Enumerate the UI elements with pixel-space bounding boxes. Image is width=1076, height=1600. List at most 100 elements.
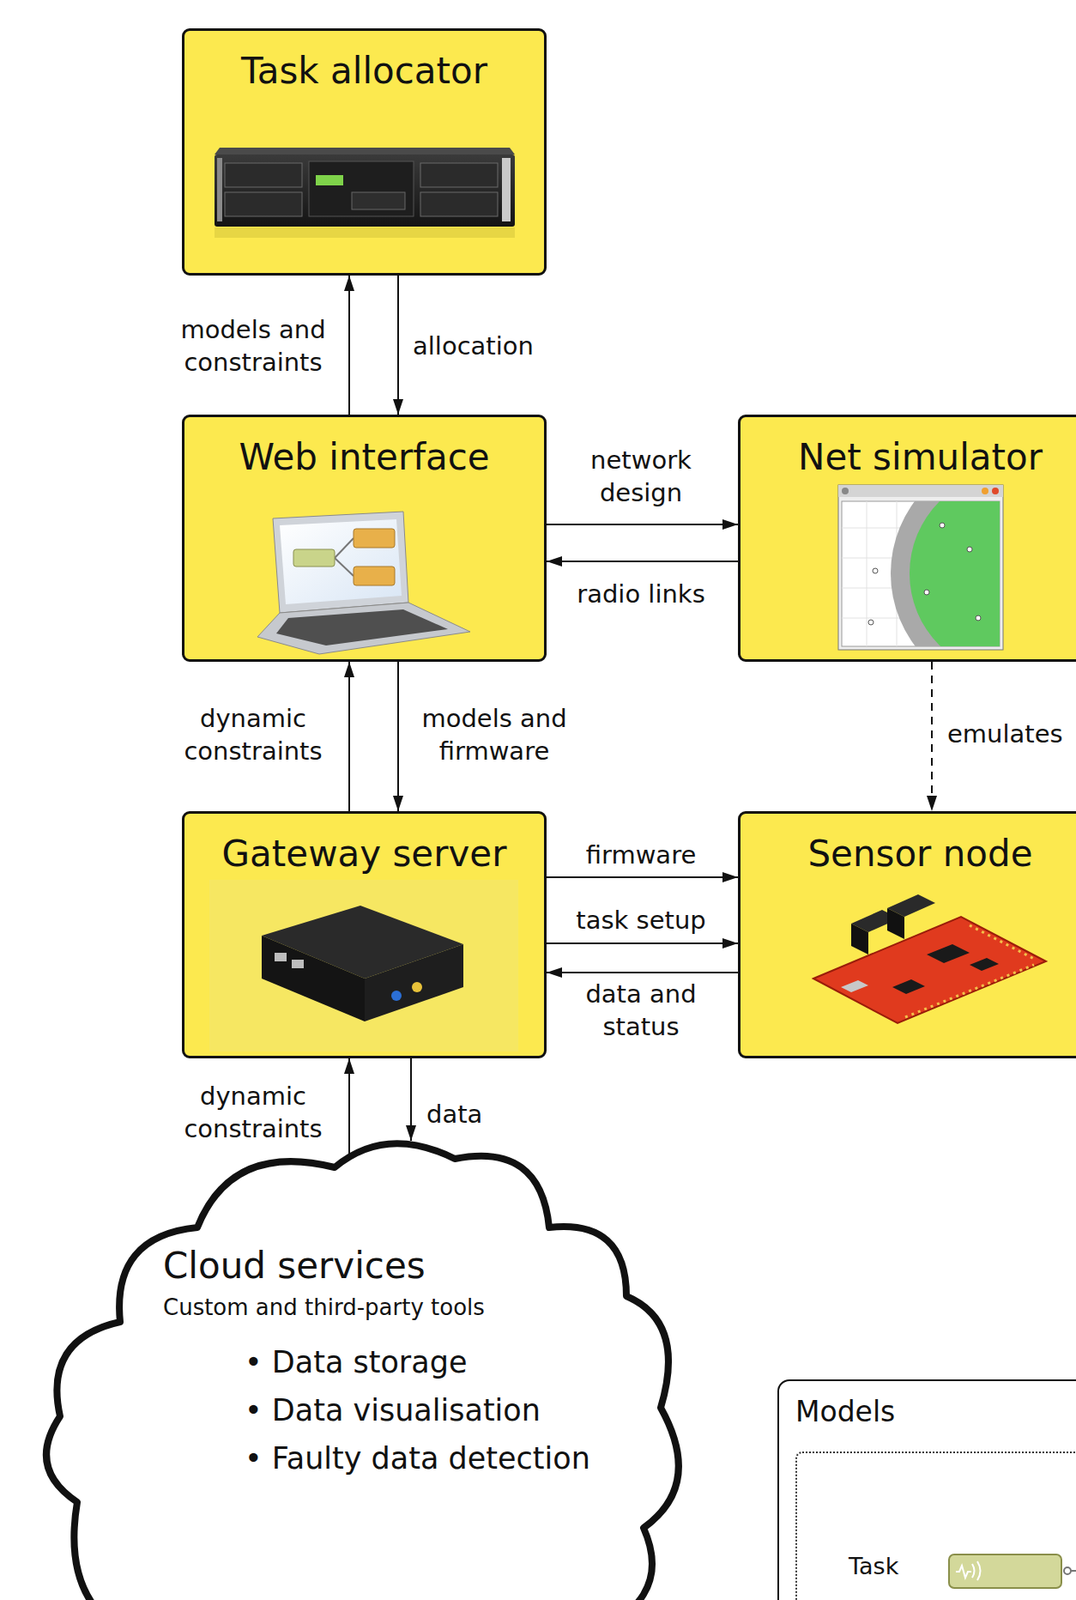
chip [969, 957, 999, 971]
box-title: Task allocator [241, 49, 488, 93]
arrow-connector [397, 275, 399, 415]
connector-top [851, 909, 900, 932]
edge-label: network design [563, 444, 719, 509]
usb-port [291, 959, 304, 968]
cloud-subtitle: Custom and third-party tools [163, 1293, 485, 1321]
case-front [364, 943, 464, 1022]
video-jack [411, 981, 423, 992]
sim-node [939, 522, 945, 528]
edge-label: task setup [563, 904, 719, 937]
sensor-board-illustration [813, 894, 1046, 1023]
window-button [981, 487, 989, 495]
bullet-item: • Faulty data detection [244, 1439, 591, 1476]
screen-block [353, 566, 395, 586]
drive-bay [420, 192, 498, 217]
server-top [214, 147, 515, 155]
dotted-group-box: Task [795, 1450, 1076, 1600]
connector-top [887, 894, 936, 917]
laptop-screen [279, 519, 402, 605]
arrow-connector [348, 1057, 351, 1154]
process-box: Gateway server [181, 810, 547, 1058]
solder-pads [905, 924, 1034, 1017]
arrow-connector [546, 876, 738, 878]
group-title: Models [795, 1394, 895, 1429]
sim-node [967, 546, 973, 552]
edge-label: allocation [412, 330, 585, 363]
group-label: Task [848, 1552, 899, 1580]
edge-label: emulates [947, 718, 1068, 751]
box-title: Web interface [238, 435, 490, 479]
usb-port [274, 952, 287, 962]
arrow-connector [348, 661, 351, 811]
circuit-board [813, 916, 1046, 1023]
cloud-title: Cloud services [163, 1244, 426, 1288]
screen-wire [334, 538, 354, 576]
edge-label: dynamic constraints [171, 702, 335, 768]
connector-side [887, 907, 905, 939]
arrow-connector [348, 275, 351, 415]
sim-node [868, 619, 874, 625]
audio-jack [391, 990, 402, 1001]
edge-label: radio links [563, 578, 719, 611]
screen-block [293, 549, 335, 567]
simulator-plot [841, 501, 1000, 647]
process-box: Task allocator [181, 28, 547, 276]
chip [926, 943, 970, 963]
drive-bay [420, 163, 498, 188]
edge-label: models and constraints [171, 314, 335, 379]
edge-label: dynamic constraints [171, 1080, 335, 1145]
case-top [261, 905, 464, 979]
box-title: Net simulator [797, 435, 1043, 479]
window-button [841, 487, 849, 495]
case-side [261, 935, 365, 1022]
laptop-base [257, 602, 471, 654]
dashed-arrow [930, 661, 933, 811]
arrow-connector [546, 971, 738, 974]
connector-side [851, 923, 869, 955]
process-box: Net simulator [737, 414, 1076, 662]
model-block [949, 1553, 1062, 1588]
cloud-border [46, 1142, 679, 1600]
window-frame [838, 484, 1004, 650]
laptop-bezel [272, 511, 409, 613]
window-button [991, 487, 999, 495]
window-content [841, 501, 1000, 647]
range-area [909, 501, 1000, 647]
arrow-connector [546, 523, 738, 526]
wave-symbol [972, 1560, 981, 1580]
drive-bay [351, 192, 406, 210]
arrow-connector [546, 560, 738, 563]
server-reflection [214, 227, 515, 238]
drive-bay [224, 163, 303, 188]
sim-node [975, 615, 981, 621]
server-lcd [315, 175, 344, 186]
gateway-illustration [209, 879, 519, 1052]
bullet-item: • Data storage [244, 1343, 467, 1380]
photo-ground [209, 879, 519, 1052]
bullet-item: • Data visualisation [244, 1391, 541, 1428]
chip [892, 979, 925, 994]
edge-label: models and firmware [412, 702, 576, 768]
screen-block [353, 528, 395, 548]
process-box: Web interface [181, 414, 547, 662]
sim-node [872, 568, 878, 574]
range-ring [890, 501, 1000, 647]
server-handle [217, 157, 223, 222]
signal-symbol [955, 1565, 972, 1578]
group-box: ModelsTask [777, 1378, 1076, 1600]
server-handle [501, 157, 511, 222]
server-panel [308, 161, 414, 217]
port-wire [1070, 1569, 1076, 1572]
edge-label: firmware [563, 839, 719, 872]
box-title: Sensor node [807, 832, 1033, 876]
sim-node [924, 589, 930, 595]
grid-line [841, 501, 1000, 647]
laptop-illustration [257, 511, 471, 654]
arrow-connector [397, 661, 399, 811]
edge-label: data and status [563, 978, 719, 1043]
sd-slot [840, 979, 869, 992]
